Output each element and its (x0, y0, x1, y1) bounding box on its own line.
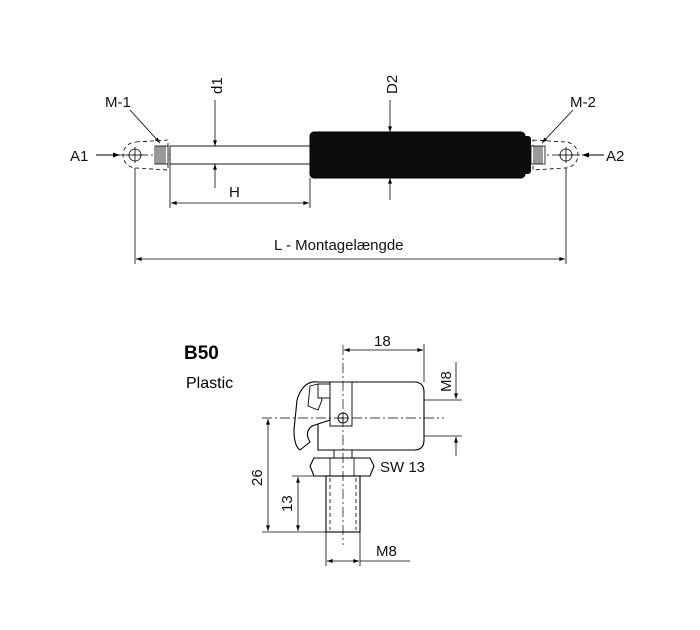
dim-sw13-label: SW 13 (380, 459, 425, 476)
hex-nut (309, 457, 375, 477)
b50-fitting-drawing: B50 Plastic (184, 333, 462, 566)
dim-13-label: 13 (279, 495, 296, 512)
left-eye-fitting (122, 139, 169, 171)
label-h: H (229, 184, 240, 201)
label-m2: M-2 (570, 94, 596, 111)
label-m1: M-1 (105, 94, 131, 111)
label-a2: A2 (606, 148, 624, 165)
piston-rod (169, 145, 311, 165)
m2-leader (541, 109, 574, 144)
dim-18-label: 18 (374, 333, 391, 350)
fitting-body (293, 381, 425, 533)
label-l: L - Montagelængde (274, 237, 404, 254)
fitting-material: Plastic (186, 375, 233, 392)
dim-m8-bottom-label: M8 (376, 543, 397, 560)
right-eye-fitting (530, 139, 579, 171)
cylinder-body (309, 131, 526, 179)
label-a1: A1 (70, 148, 88, 165)
cylinder-end-cap (522, 136, 531, 174)
gas-spring-drawing: A1 A2 M-1 M-2 d1 D2 H L - Montagelængde (70, 75, 624, 264)
fitting-title: B50 (184, 343, 219, 364)
label-d2: D2 (384, 75, 401, 94)
m1-leader (129, 109, 161, 144)
dim-26-label: 26 (249, 469, 266, 486)
dim-m8-top-label: M8 (438, 371, 455, 392)
label-d1: d1 (209, 77, 226, 94)
